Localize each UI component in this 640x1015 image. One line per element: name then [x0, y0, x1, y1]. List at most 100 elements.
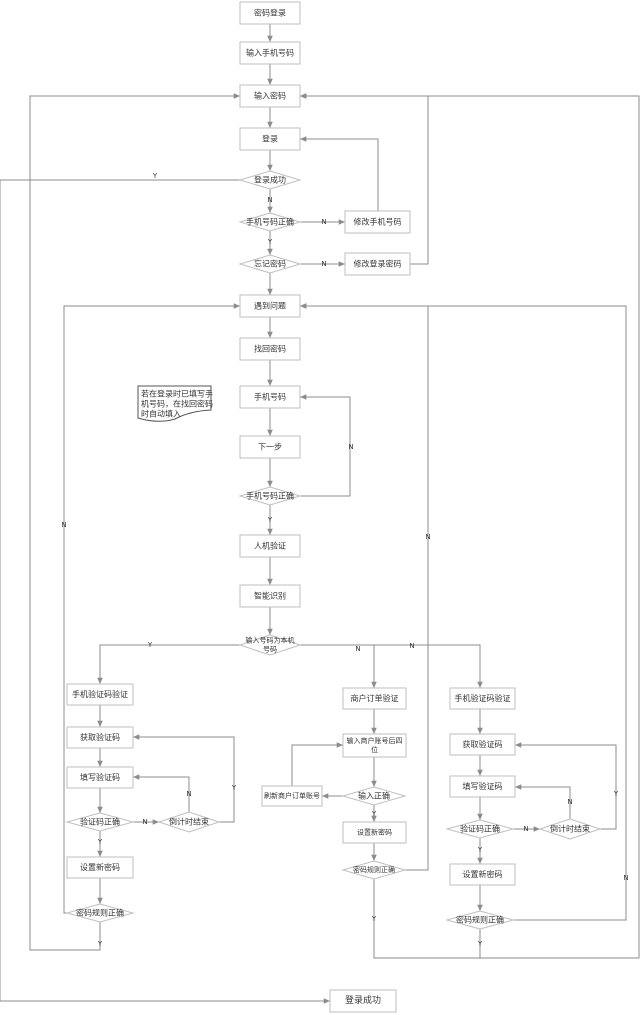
login-label: 登录 [262, 134, 278, 144]
is-own-label: 号码 [263, 646, 277, 654]
no-edge-label: N [425, 533, 430, 541]
yes-edge-label: Y [97, 838, 103, 846]
no-edge-label: N [267, 196, 272, 204]
forgot-label: 忘记密码 [254, 259, 286, 269]
code-ok-a-label: 验证码正确 [80, 817, 120, 827]
sms-a-step: 手机验证码验证 [66, 683, 134, 706]
mod-phone-label: 修改手机号码 [354, 217, 402, 227]
login-pw-label: 密码登录 [254, 8, 286, 18]
smart-step: 智能识别 [239, 584, 301, 608]
get-code-c-label: 获取验证码 [463, 739, 503, 749]
recover-step: 找回密码 [239, 337, 301, 361]
yes-edge-label: Y [613, 790, 619, 798]
next-label: 下一步 [258, 443, 282, 452]
phone-ok-decision: 手机号码正确 [238, 212, 302, 232]
yes-edge-label: Y [267, 238, 273, 246]
human-step: 人机验证 [239, 534, 301, 558]
fill-code-c-label: 填写验证码 [463, 781, 503, 791]
no-edge-label: N [567, 798, 572, 806]
phone-ok2-decision: 手机号码正确 [238, 486, 302, 506]
enter-phone-label: 输入手机号码 [246, 48, 294, 58]
yes-edge-label: Y [371, 810, 377, 818]
phone-ok-label: 手机号码正确 [246, 217, 294, 227]
enter-order-label: 位 [371, 745, 378, 754]
refresh-order-label: 刷新商户订单账号 [264, 791, 320, 800]
mod-phone-step: 修改手机号码 [344, 210, 411, 234]
yes-edge-label: Y [371, 915, 377, 923]
login-ok-decision: 登录成功 [238, 170, 302, 190]
merchant-label: 商户订单验证 [351, 693, 399, 703]
set-pw-a-step: 设置新密码 [66, 856, 134, 879]
phone-no-step: 手机号码 [239, 385, 301, 409]
yes-edge-label: Y [147, 641, 153, 649]
final-ok-step: 登录成功 [329, 989, 397, 1013]
merchant-step: 商户订单验证 [342, 687, 407, 710]
no-edge-label: N [61, 521, 66, 529]
fill-code-a-step: 填写验证码 [66, 766, 134, 789]
no-edge-label: N [409, 642, 414, 650]
set-pw-b-step: 设置新密码 [342, 821, 407, 844]
fill-code-a-label: 填写验证码 [80, 772, 120, 782]
no-edge-label: N [348, 443, 353, 451]
no-edge-label: N [321, 260, 326, 268]
rule-c-label: 密码规则正确 [456, 915, 504, 925]
set-pw-c-step: 设置新密码 [449, 863, 516, 886]
code-ok-c-decision: 验证码正确 [445, 819, 515, 839]
set-pw-c-label: 设置新密码 [463, 869, 503, 879]
recover-label: 找回密码 [254, 344, 286, 354]
smart-label: 智能识别 [254, 591, 286, 601]
login-pw-step: 密码登录 [239, 1, 301, 25]
input-ok-label: 输入正确 [358, 791, 390, 801]
no-edge-label: N [142, 818, 147, 826]
note-line: 时自动填入 [141, 409, 181, 419]
no-edge-label: N [523, 825, 528, 833]
countdown-c-decision: 倒计时结束 [538, 818, 602, 840]
sms-c-step: 手机验证码验证 [449, 687, 516, 710]
yes-edge-label: Y [152, 172, 158, 180]
yes-edge-label: Y [477, 846, 483, 854]
refresh-order-step: 刷新商户订单账号 [261, 785, 323, 807]
login-step: 登录 [239, 127, 301, 151]
fill-code-c-step: 填写验证码 [449, 775, 516, 798]
next-step: 下一步 [239, 435, 301, 459]
yes-edge-label: Y [477, 940, 483, 948]
no-edge-label: N [321, 218, 326, 226]
sms-a-label: 手机验证码验证 [72, 689, 128, 699]
sms-c-label: 手机验证码验证 [455, 693, 511, 703]
rule-a-label: 密码规则正确 [76, 908, 124, 918]
countdown-a-label: 倒计时结束 [169, 817, 209, 827]
rule-b-decision: 密码规则正确 [341, 860, 407, 880]
rule-b-label: 密码规则正确 [353, 865, 395, 874]
yes-edge-label: Y [97, 940, 103, 948]
yes-edge-label: Y [231, 784, 237, 792]
rule-a-decision: 密码规则正确 [65, 903, 135, 923]
human-label: 人机验证 [254, 541, 286, 551]
enter-phone-step: 输入手机号码 [239, 41, 301, 65]
enter-pw-label: 输入密码 [254, 91, 286, 101]
set-pw-a-label: 设置新密码 [80, 862, 120, 872]
problem-label: 遇到问题 [254, 302, 286, 311]
forgot-decision: 忘记密码 [238, 254, 302, 274]
note-line: 若在登录时已填写手 [141, 389, 213, 399]
login-ok-label: 登录成功 [254, 175, 286, 185]
countdown-a-decision: 倒计时结束 [157, 811, 221, 833]
is-own-label: 输入号码为本机 [246, 636, 295, 645]
final-ok-label: 登录成功 [345, 994, 381, 1006]
enter-order-label: 输入商户账号后四 [347, 736, 403, 745]
countdown-c-label: 倒计时结束 [550, 824, 590, 834]
get-code-a-label: 获取验证码 [80, 732, 120, 742]
problem-step: 遇到问题 [239, 294, 301, 318]
get-code-a-step: 获取验证码 [66, 726, 134, 749]
mod-pw-label: 修改登录密码 [354, 259, 402, 269]
code-ok-a-decision: 验证码正确 [65, 812, 135, 832]
phone-ok2-label: 手机号码正确 [246, 491, 294, 501]
phone-no-label: 手机号码 [254, 392, 286, 402]
mod-pw-step: 修改登录密码 [344, 252, 411, 276]
input-ok-decision: 输入正确 [341, 786, 407, 806]
set-pw-b-label: 设置新密码 [357, 828, 392, 837]
rule-c-decision: 密码规则正确 [445, 910, 515, 930]
